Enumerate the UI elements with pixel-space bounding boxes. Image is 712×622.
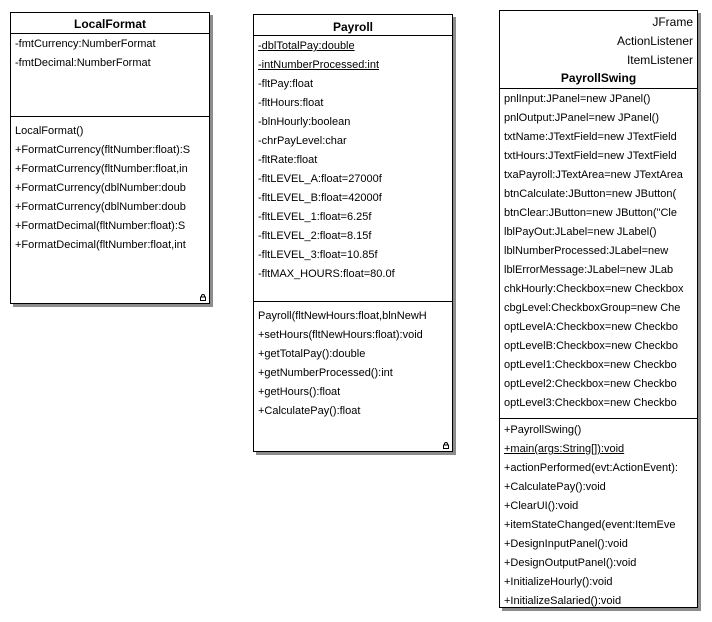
operations-section: Payroll(fltNewHours:float,blnNewH +setHou… [254, 302, 452, 421]
operation-row[interactable]: +InitializeHourly():void [504, 576, 613, 588]
operation-row[interactable]: +FormatDecimal(fltNumber:float,int [15, 239, 186, 251]
class-header: JFrame ActionListener ItemListener Payro… [500, 11, 697, 89]
lock-icon [200, 294, 206, 301]
class-name: PayrollSwing [560, 71, 637, 85]
operation-row[interactable]: +CalculatePay():float [258, 405, 361, 417]
attribute-row[interactable]: optLevel1:Checkbox=new Checkbo [504, 359, 677, 371]
attributes-section: -dblTotalPay:double -intNumberProcessed:i… [254, 36, 452, 302]
attribute-row[interactable]: lblPayOut:JLabel=new JLabel() [504, 226, 657, 238]
stereotype-itemlistener: ItemListener [626, 53, 693, 67]
attributes-section: -fmtCurrency:NumberFormat -fmtDecimal:Num… [11, 34, 209, 117]
attribute-row[interactable]: optLevelA:Checkbox=new Checkbo [504, 321, 678, 333]
stereotypes-list: JFrame ActionListener ItemListener [500, 13, 697, 70]
operation-row[interactable]: +main(args:String[]):void [504, 443, 625, 455]
operation-row[interactable]: +FormatCurrency(fltNumber:float):S [15, 144, 191, 156]
attribute-row[interactable]: -chrPayLevel:char [258, 135, 347, 147]
attribute-row[interactable]: -dblTotalPay:double [258, 40, 355, 52]
operation-row[interactable]: Payroll(fltNewHours:float,blnNewH [258, 310, 427, 322]
stereotype-actionlistener: ActionListener [616, 34, 693, 48]
class-name: LocalFormat [73, 17, 146, 31]
attribute-row[interactable]: optLevel3:Checkbox=new Checkbo [504, 397, 677, 409]
attribute-row[interactable]: optLevelB:Checkbox=new Checkbo [504, 340, 678, 352]
operation-row[interactable]: +setHours(fltNewHours:float):void [258, 329, 423, 341]
stereotype-jframe: JFrame [652, 15, 693, 29]
class-name: Payroll [332, 20, 374, 34]
attribute-row[interactable]: cbgLevel:CheckboxGroup=new Che [504, 302, 681, 314]
attribute-row[interactable]: btnClear:JButton=new JButton("Cle [504, 207, 677, 219]
operation-row[interactable]: LocalFormat() [15, 125, 84, 137]
class-header: LocalFormat [11, 13, 209, 34]
operation-row[interactable]: +getHours():float [258, 386, 341, 398]
operation-row[interactable]: +FormatCurrency(fltNumber:float,in [15, 163, 188, 175]
operation-row[interactable]: +PayrollSwing() [504, 424, 582, 436]
operation-row[interactable]: +getTotalPay():double [258, 348, 366, 360]
class-localformat[interactable]: LocalFormat -fmtCurrency:NumberFormat-fm… [10, 12, 210, 304]
lock-icon [443, 442, 449, 449]
operation-row[interactable]: +FormatCurrency(dblNumber:doub [15, 182, 186, 194]
attribute-row[interactable]: -fltHours:float [258, 97, 324, 109]
attribute-row[interactable]: optLevel2:Checkbox=new Checkbo [504, 378, 677, 390]
attribute-row[interactable]: -fltPay:float [258, 78, 314, 90]
operation-row[interactable]: +DesignOutputPanel():void [504, 557, 637, 569]
attribute-row[interactable]: -blnHourly:boolean [258, 116, 351, 128]
attribute-row[interactable]: btnCalculate:JButton=new JButton( [504, 188, 677, 200]
attribute-row[interactable]: txtHours:JTextField=new JTextField [504, 150, 677, 162]
attribute-row[interactable]: chkHourly:Checkbox=new Checkbox [504, 283, 684, 295]
attribute-row[interactable]: txtName:JTextField=new JTextField [504, 131, 677, 143]
operations-section: LocalFormat() +FormatCurrency(fltNumber:f… [11, 117, 209, 255]
attribute-row[interactable]: -fmtCurrency:NumberFormat [15, 38, 156, 50]
attribute-row[interactable]: -fltLEVEL_3:float=10.85f [258, 249, 378, 261]
attributes-section: pnlInput:JPanel=new JPanel() pnlOutput:JP… [500, 89, 697, 419]
operation-row[interactable]: +FormatDecimal(fltNumber:float):S [15, 220, 186, 232]
attribute-row[interactable]: lblErrorMessage:JLabel=new JLab [504, 264, 674, 276]
operation-row[interactable]: +DesignInputPanel():void [504, 538, 628, 550]
operation-row[interactable]: +ClearUI():void [504, 500, 579, 512]
class-payroll[interactable]: Payroll -dblTotalPay:double -intNumberPro… [253, 14, 453, 452]
operation-row[interactable]: +FormatCurrency(dblNumber:doub [15, 201, 186, 213]
attribute-row[interactable]: -fmtDecimal:NumberFormat [15, 57, 151, 69]
attribute-row[interactable]: -fltLEVEL_2:float=8.15f [258, 230, 372, 242]
operation-row[interactable]: +itemStateChanged(event:ItemEve [504, 519, 676, 531]
class-header: Payroll [254, 15, 452, 36]
attribute-row[interactable]: -fltRate:float [258, 154, 318, 166]
attribute-row[interactable]: -fltMAX_HOURS:float=80.0f [258, 268, 395, 280]
attribute-row[interactable]: -fltLEVEL_A:float=27000f [258, 173, 382, 185]
class-payrollswing[interactable]: JFrame ActionListener ItemListener Payro… [499, 10, 698, 608]
attribute-row[interactable]: txaPayroll:JTextArea=new JTextArea [504, 169, 683, 181]
operations-section: +PayrollSwing() +main(args:String[]):void… [500, 419, 697, 607]
attribute-row[interactable]: -fltLEVEL_1:float=6.25f [258, 211, 372, 223]
operation-row[interactable]: +CalculatePay():void [504, 481, 606, 493]
operation-row[interactable]: +actionPerformed(evt:ActionEvent): [504, 462, 678, 474]
attribute-row[interactable]: pnlInput:JPanel=new JPanel() [504, 93, 651, 105]
attribute-row[interactable]: lblNumberProcessed:JLabel=new [504, 245, 669, 257]
operation-row[interactable]: +InitializeSalaried():void [504, 595, 622, 607]
operation-row[interactable]: +getNumberProcessed():int [258, 367, 393, 379]
attribute-row[interactable]: -intNumberProcessed:int [258, 59, 380, 71]
attribute-row[interactable]: pnlOutput:JPanel=new JPanel() [504, 112, 660, 124]
attribute-row[interactable]: -fltLEVEL_B:float=42000f [258, 192, 382, 204]
